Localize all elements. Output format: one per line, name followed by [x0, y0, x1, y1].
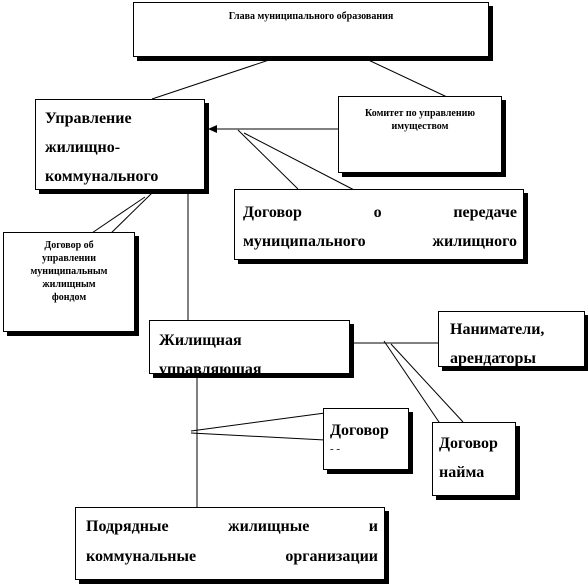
text-line: коммунального	[45, 168, 159, 185]
box-rental-contract: Договор найма	[432, 422, 516, 496]
box-property-committee: Комитет по управлению имуществом	[338, 96, 502, 173]
box-municipal-head-text: Глава муниципального образования	[134, 11, 488, 22]
box-municipal-head: Глава муниципального образования	[133, 2, 489, 57]
text-line: Договор	[439, 435, 498, 452]
text-line: Управление	[45, 110, 132, 127]
box-contract-text: Договор - -	[330, 420, 406, 456]
text-line: Договор о передаче	[243, 204, 517, 221]
text-line: управлении	[42, 253, 96, 264]
box-management-contract: Договор об управлении муниципальным жили…	[3, 232, 135, 332]
box-contract: Договор - -	[323, 408, 409, 470]
line-dog-pered-left	[237, 129, 299, 190]
box-rental-contract-text: Договор найма	[439, 429, 513, 487]
text-line: управляющая	[159, 361, 262, 374]
text-line: Комитет по управлению	[365, 108, 475, 119]
box-housing-department-text: Управление жилищно- коммунального	[45, 104, 200, 189]
line-dogovor-bottom	[190, 432, 326, 441]
box-property-committee-text: Комитет по управлению имуществом	[343, 107, 497, 133]
box-management-contract-text: Договор об управлении муниципальным жили…	[6, 239, 132, 304]
text-line: жилищно-	[45, 139, 121, 156]
line-naim-left	[383, 340, 442, 426]
text-line: найма	[439, 464, 485, 481]
text-line: арендаторы	[450, 350, 536, 367]
box-tenants-text: Наниматели, арендаторы	[450, 315, 581, 367]
text-line: фондом	[51, 292, 87, 303]
box-contractors: Подрядные жилищные и коммунальные органи…	[75, 507, 385, 580]
line-head-to-uprav	[151, 56, 279, 100]
line-naim-right	[390, 343, 464, 423]
text-line: Наниматели,	[450, 321, 545, 338]
text-line: Подрядные жилищные и	[86, 518, 378, 535]
text-line: Глава муниципального образования	[228, 11, 394, 22]
line-dog-upr-left	[85, 196, 146, 238]
line-dog-pered-right	[243, 132, 359, 193]
box-contractors-text: Подрядные жилищные и коммунальные органи…	[86, 512, 378, 572]
text-line: коммунальные организации	[86, 548, 378, 565]
box-tenants: Наниматели, арендаторы	[438, 311, 585, 367]
text-line: муниципальным	[30, 266, 108, 277]
box-transfer-contract-text: Договор о передаче муниципального жилищн…	[243, 198, 517, 256]
line-head-to-komitet	[361, 56, 448, 98]
line-dog-upr-right	[104, 192, 153, 240]
text-line: имуществом	[391, 121, 449, 132]
text-line: Жилищная	[159, 332, 242, 349]
box-housing-department: Управление жилищно- коммунального	[35, 99, 205, 190]
box-housing-management-company-text: Жилищная управляющая	[159, 326, 345, 374]
box-housing-management-company: Жилищная управляющая	[149, 320, 350, 374]
box-transfer-contract: Договор о передаче муниципального жилищн…	[234, 189, 524, 260]
text-line: муниципального жилищного	[243, 233, 517, 250]
text-line: Договор об	[44, 240, 94, 251]
text-line: Договор	[330, 422, 389, 439]
text-line: жилищным	[42, 279, 96, 290]
line-dogovor-top	[190, 412, 326, 432]
text-line: - -	[330, 443, 341, 455]
